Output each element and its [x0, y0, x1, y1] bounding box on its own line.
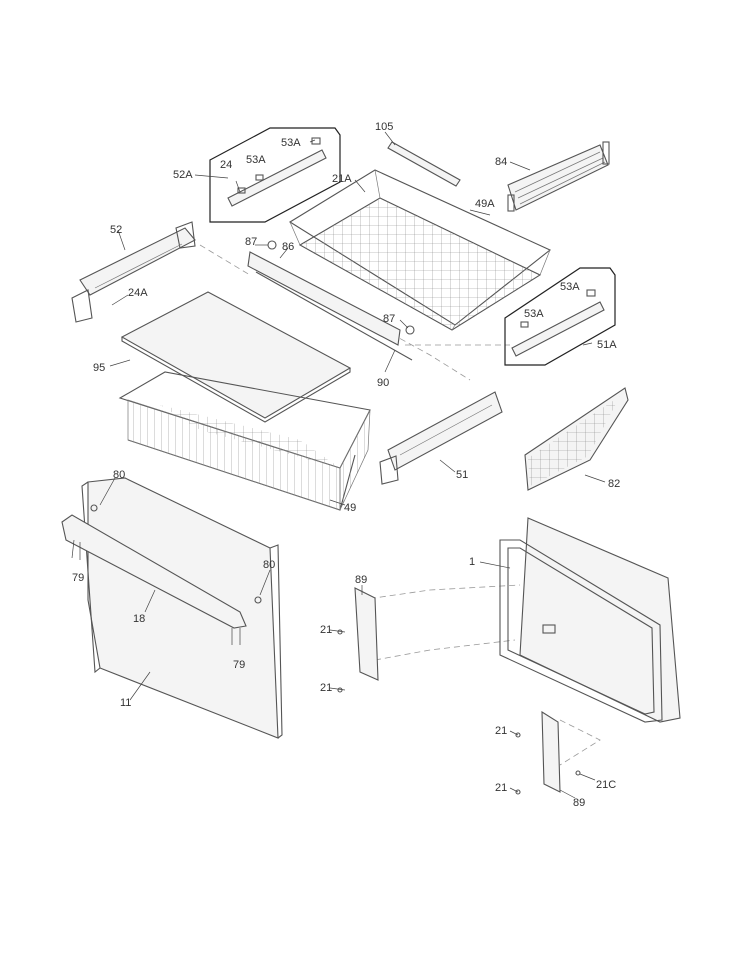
callout-21C: 21C [596, 779, 616, 791]
callout-1: 1 [469, 556, 475, 568]
callout-labels: 105 53A 53A 24 52A 21A 84 49A 52 87 86 2… [72, 121, 620, 809]
part-11-drawer-front [81, 477, 283, 739]
callout-24A: 24A [128, 287, 148, 299]
callout-53A-top: 53A [281, 137, 301, 149]
callout-53A-right-upper: 53A [560, 281, 580, 293]
callout-53A-right-lower: 53A [524, 308, 544, 320]
callout-49A: 49A [475, 198, 495, 210]
callout-18: 18 [133, 613, 145, 625]
callout-95: 95 [93, 362, 105, 374]
part-51-right-slide [379, 391, 503, 485]
slide-inset-box-right [504, 267, 616, 366]
callout-leaders [99, 131, 606, 799]
part-89-bracket-right [515, 710, 581, 795]
part-95-shelf [120, 291, 352, 423]
slide-inset-box-upper [209, 127, 341, 223]
callout-90: 90 [377, 377, 389, 389]
part-18-handle [61, 504, 262, 645]
callout-79-right: 79 [233, 659, 245, 671]
callout-21-upper-left: 21 [320, 624, 332, 636]
part-49-lower-basket [118, 371, 371, 511]
callout-49: 49 [344, 502, 356, 514]
callout-52: 52 [110, 224, 122, 236]
callout-11: 11 [120, 697, 131, 709]
callout-79-left: 79 [72, 572, 84, 584]
callout-80-left: 80 [113, 469, 125, 481]
part-1-door-gasket [499, 517, 681, 723]
part-84-divider [507, 141, 610, 212]
callout-53A-mid: 53A [246, 154, 266, 166]
callout-52A: 52A [173, 169, 193, 181]
callout-24: 24 [220, 159, 232, 171]
part-52-left-slide [71, 221, 196, 323]
callout-84: 84 [495, 156, 507, 168]
part-89-bracket-left [337, 587, 379, 693]
callout-80-right: 80 [263, 559, 275, 571]
callout-87-lower: 87 [383, 313, 395, 325]
assembly-guide-lines [199, 244, 601, 766]
part-82-divider-grid [524, 387, 629, 491]
callout-86: 86 [282, 241, 294, 253]
callout-21-lower-left: 21 [320, 682, 332, 694]
part-105-rod [387, 141, 461, 187]
callout-82: 82 [608, 478, 620, 490]
callout-89-left: 89 [355, 574, 367, 586]
callout-51: 51 [456, 469, 468, 481]
callout-105: 105 [375, 121, 393, 133]
callout-89-right: 89 [573, 797, 585, 809]
callout-87-upper: 87 [245, 236, 257, 248]
callout-21A: 21A [332, 173, 352, 185]
callout-21-upper-right: 21 [495, 725, 507, 737]
callout-51A: 51A [597, 339, 617, 351]
part-49A-upper-basket [288, 169, 552, 331]
callout-21-lower-right: 21 [495, 782, 507, 794]
